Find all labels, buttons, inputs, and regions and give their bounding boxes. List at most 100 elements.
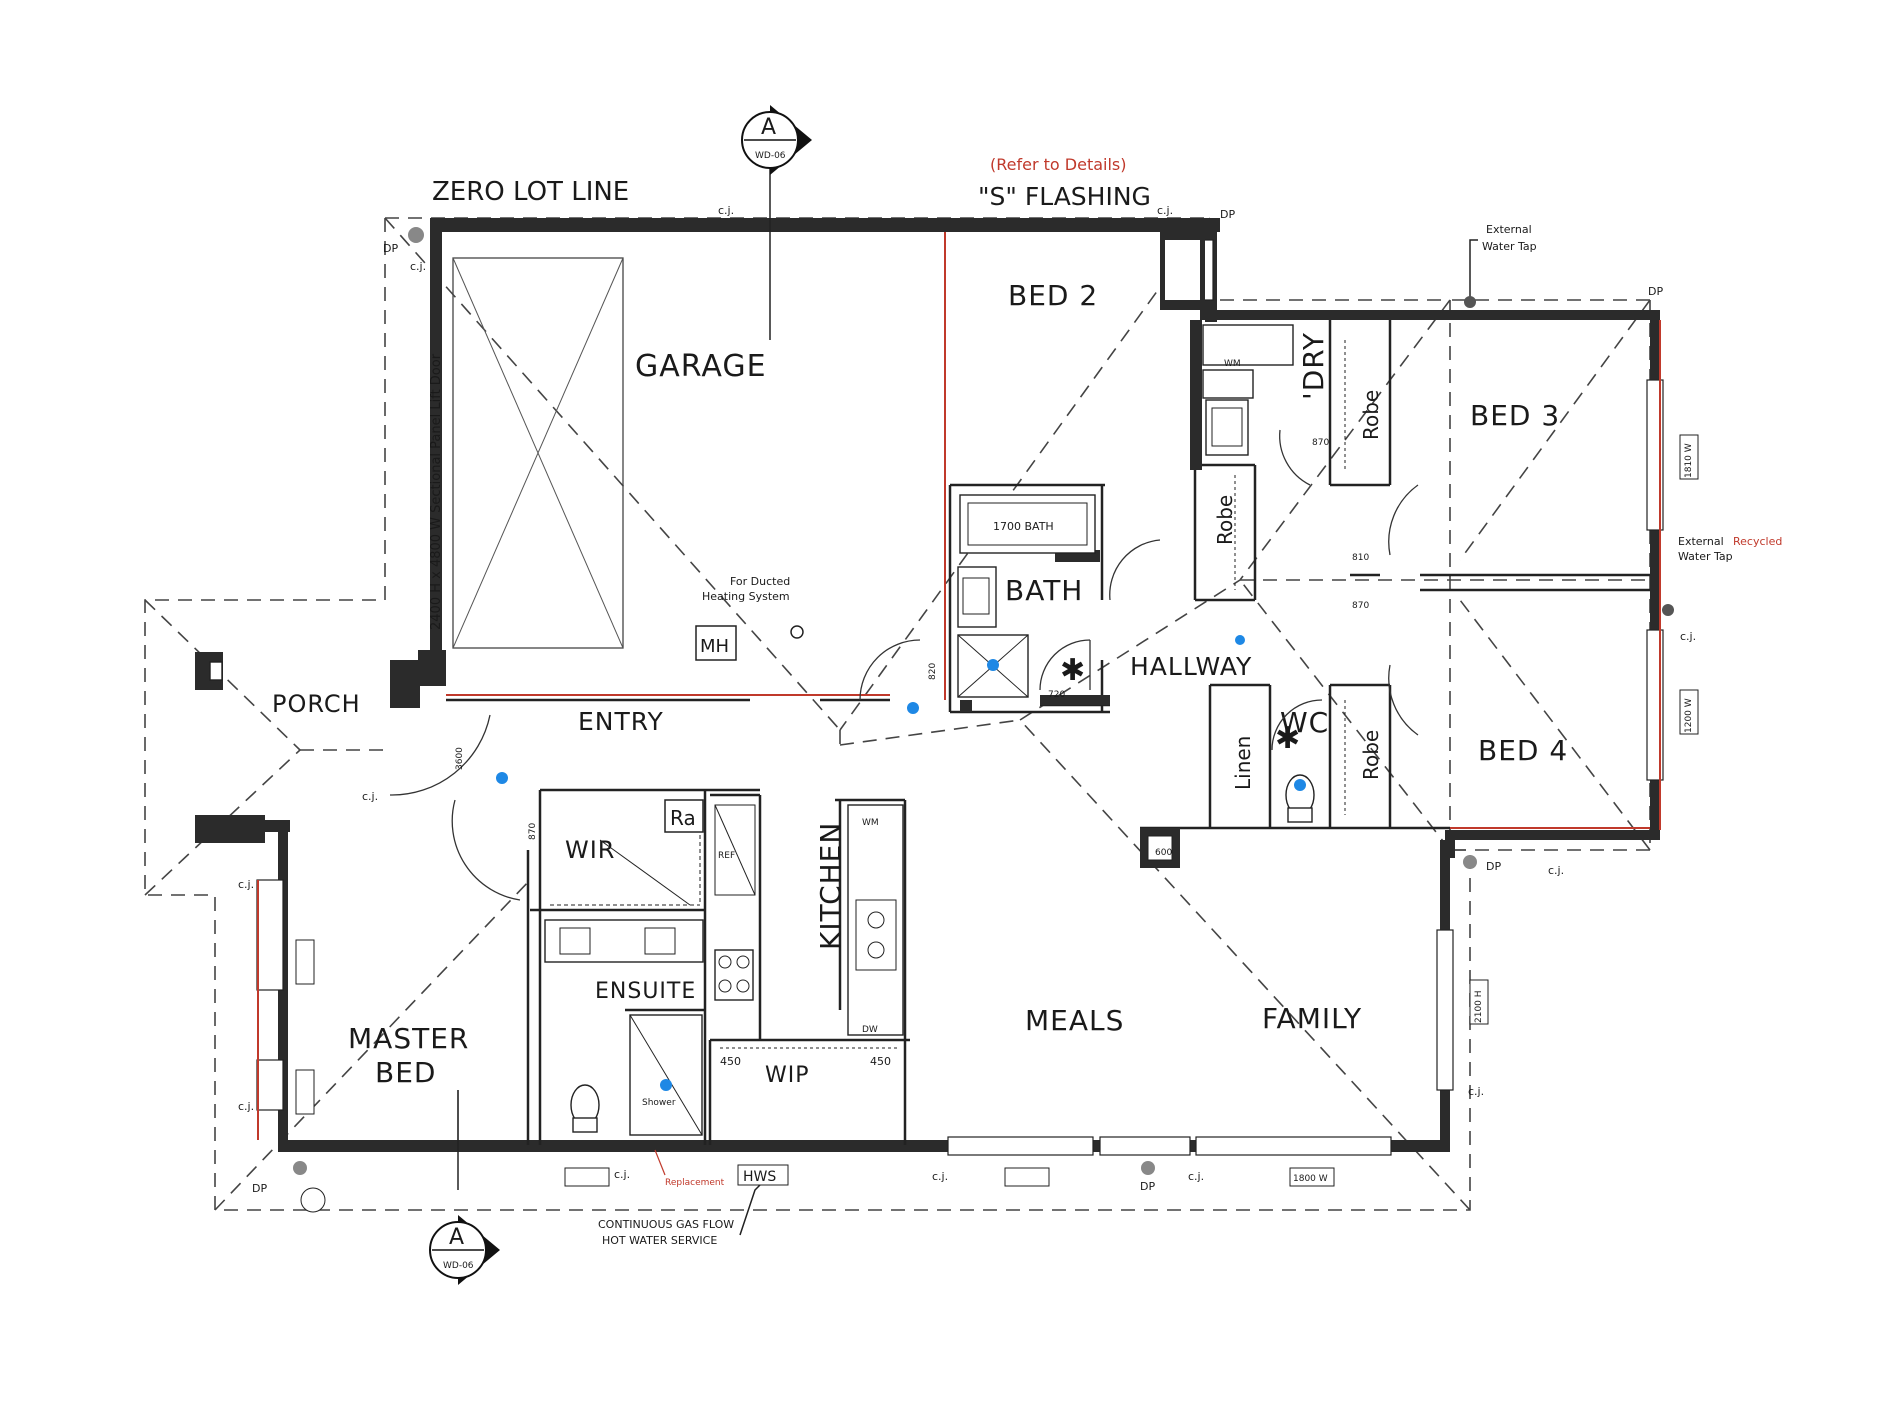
door-870b: 870 bbox=[1312, 438, 1329, 448]
cj-marker-6: c.j. bbox=[1468, 1085, 1484, 1098]
section-marker-bottom: A WD-06 bbox=[429, 1090, 500, 1285]
section-top-ref: WD-06 bbox=[755, 151, 786, 161]
room-robe-2: Robe bbox=[1359, 390, 1383, 440]
ra-box bbox=[664, 799, 704, 833]
cj-marker-12: c.j. bbox=[614, 1168, 630, 1181]
master-suite: WIR Ra ENSUITE Shower MASTER BED bbox=[348, 799, 704, 1140]
porch-entry: PORCH ENTRY 3600 870 bbox=[209, 639, 921, 901]
fridge-label: REF bbox=[718, 851, 735, 861]
cj-marker-5: c.j. bbox=[1548, 864, 1564, 877]
manhole bbox=[695, 625, 737, 661]
door-3600: 3600 bbox=[455, 747, 465, 770]
laundry-bench bbox=[1202, 324, 1294, 366]
ensuite-vanity bbox=[544, 919, 704, 963]
external-recycled-label-1: External bbox=[1678, 535, 1724, 548]
room-bed2: BED 2 bbox=[1008, 279, 1098, 312]
external-water-tap-label-1: External bbox=[1486, 223, 1532, 236]
room-bath: BATH bbox=[1005, 574, 1083, 607]
kitchen-bench bbox=[847, 804, 904, 1036]
top-annotations: ZERO LOT LINE (Refer to Details) "S" FLA… bbox=[432, 155, 1782, 616]
hws-box bbox=[737, 1164, 789, 1186]
eaves-outline bbox=[144, 217, 1651, 1211]
door-870a: 870 bbox=[1352, 601, 1369, 611]
external-recycled-label-2: Recycled bbox=[1733, 535, 1782, 548]
kitchen-sink bbox=[855, 899, 897, 971]
shower-note: Shower bbox=[642, 1098, 676, 1108]
zero-lot-line-label: ZERO LOT LINE bbox=[432, 177, 629, 207]
continuous-flow-label-1: CONTINUOUS GAS FLOW bbox=[598, 1218, 734, 1231]
dp-marker-1: DP bbox=[383, 242, 398, 255]
window-tag-4: 1800 W bbox=[1293, 1174, 1328, 1184]
bedroom-wing: WM 'DRY Robe Robe Robe Linen BED 3 BED 4… bbox=[1060, 324, 1567, 823]
cj-marker-4: c.j. bbox=[1680, 630, 1696, 643]
bathtub bbox=[959, 494, 1096, 554]
ra-label: Ra bbox=[670, 806, 696, 830]
window-tag-3: 2100 H bbox=[1474, 990, 1484, 1023]
room-ensuite: ENSUITE bbox=[595, 979, 696, 1004]
window-tag-2: 1200 W bbox=[1684, 698, 1694, 733]
door-820: 820 bbox=[928, 663, 938, 680]
section-top-letter: A bbox=[761, 115, 776, 140]
wm-kitchen-label: WM bbox=[862, 818, 879, 828]
dp-marker-5: DP bbox=[1140, 1180, 1155, 1193]
room-robe-1: Robe bbox=[1213, 495, 1237, 545]
cj-marker-1: c.j. bbox=[410, 260, 426, 273]
wall-blocks bbox=[960, 230, 1205, 868]
room-dry: 'DRY bbox=[1297, 332, 1330, 400]
room-entry: ENTRY bbox=[578, 707, 664, 736]
hws-label: HWS bbox=[743, 1169, 776, 1185]
cj-marker-7: c.j. bbox=[932, 1170, 948, 1183]
dp-marker-6: DP bbox=[252, 1182, 267, 1195]
cooktop bbox=[714, 949, 754, 1001]
cj-marker-3: c.j. bbox=[1157, 204, 1173, 217]
cj-marker-9: c.j. bbox=[362, 790, 378, 803]
refer-to-details-label: (Refer to Details) bbox=[990, 155, 1126, 174]
room-master-2: BED bbox=[375, 1056, 436, 1089]
room-meals: MEALS bbox=[1025, 1004, 1124, 1037]
room-wip: WIP bbox=[765, 1063, 810, 1088]
dp-marker-4: DP bbox=[1486, 860, 1501, 873]
garage-door-note: 2400 H x 4800 W Sectional Panel Lift Doo… bbox=[429, 353, 444, 630]
door-720: 720 bbox=[1048, 690, 1065, 700]
room-garage: GARAGE bbox=[635, 349, 767, 384]
kitchen-living: REF KITCHEN DW WM WIP 450 450 MEALS FAMI… bbox=[714, 804, 1362, 1088]
ducted-heating-note-1: For Ducted bbox=[730, 575, 790, 588]
dim-450b: 450 bbox=[870, 1055, 891, 1068]
external-recycled-label-3: Water Tap bbox=[1678, 550, 1733, 563]
external-water-tap-label-2: Water Tap bbox=[1482, 240, 1537, 253]
section-bottom-ref: WD-06 bbox=[443, 1261, 474, 1271]
bath-size-label: 1700 BATH bbox=[993, 520, 1054, 533]
skylight-icon-wc: ✱ bbox=[1275, 721, 1300, 756]
cj-marker-11: c.j. bbox=[238, 1100, 254, 1113]
dp-marker-3: DP bbox=[1648, 285, 1663, 298]
cj-marker-2: c.j. bbox=[718, 204, 734, 217]
service-markers: DP c.j. c.j. DP c.j. DP c.j. DP c.j. c.j… bbox=[238, 204, 1696, 1213]
dp-marker-2: DP bbox=[1220, 208, 1235, 221]
room-kitchen: KITCHEN bbox=[814, 822, 847, 950]
room-family: FAMILY bbox=[1262, 1002, 1362, 1035]
door-810: 810 bbox=[1352, 553, 1369, 563]
garage: 2400 H x 4800 W Sectional Panel Lift Doo… bbox=[429, 257, 804, 661]
window-tag-1: 1810 W bbox=[1684, 443, 1694, 478]
door-870c: 870 bbox=[528, 823, 538, 840]
washing-machine-label: WM bbox=[1224, 359, 1241, 369]
vanity bbox=[957, 566, 997, 628]
manhole-label: MH bbox=[700, 636, 729, 657]
cj-marker-8: c.j. bbox=[1188, 1170, 1204, 1183]
section-bottom-letter: A bbox=[449, 1225, 464, 1250]
room-hallway: HALLWAY bbox=[1130, 652, 1252, 681]
replacement-label: Replacement bbox=[665, 1178, 725, 1188]
skylight-icon-hall: ✱ bbox=[1060, 653, 1085, 688]
window-tags: 1810 W 1200 W 2100 H 1800 W bbox=[295, 434, 1699, 1187]
bed2-bath-area: BED 2 1700 BATH BATH 820 720 bbox=[928, 279, 1161, 700]
continuous-flow-label-2: HOT WATER SERVICE bbox=[602, 1234, 717, 1247]
dim-450a: 450 bbox=[720, 1055, 741, 1068]
room-robe-3: Robe bbox=[1359, 730, 1383, 780]
room-wc: WC bbox=[1280, 706, 1329, 739]
external-walls bbox=[195, 218, 1664, 1156]
room-bed3: BED 3 bbox=[1470, 399, 1560, 432]
room-porch: PORCH bbox=[272, 690, 361, 718]
room-master-1: MASTER bbox=[348, 1022, 469, 1055]
dim-600: 600 bbox=[1155, 848, 1172, 858]
